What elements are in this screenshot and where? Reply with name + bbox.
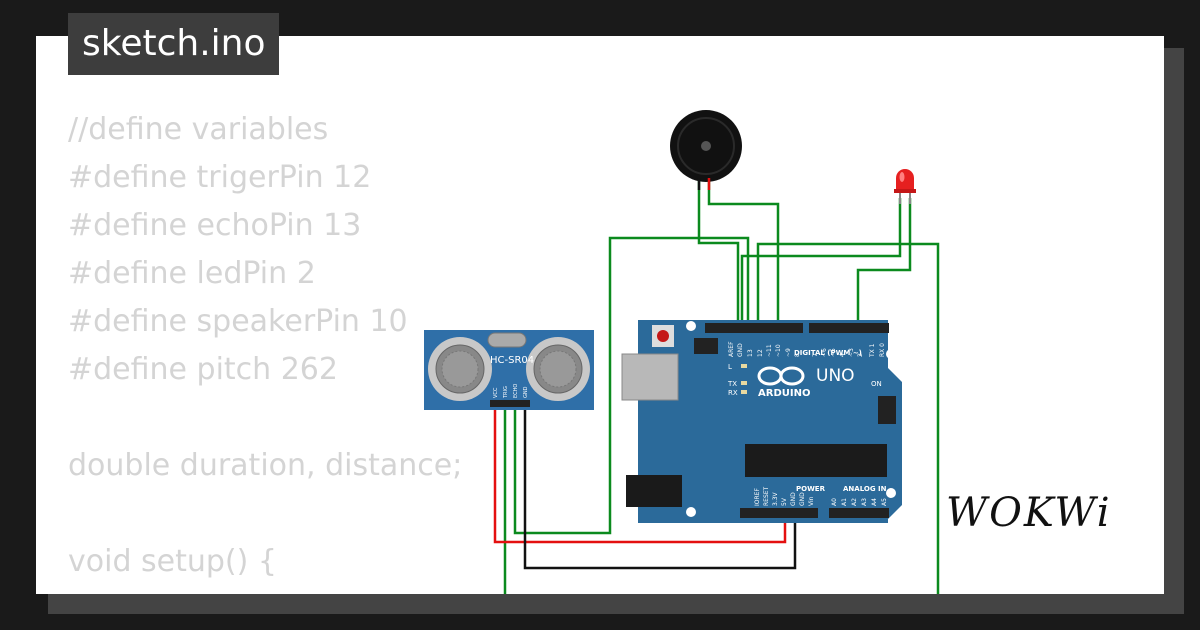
wire-led-pin2: [856, 198, 912, 328]
digital-pin-label: 12: [757, 349, 764, 357]
code-line: #define echoPin 13: [68, 208, 362, 243]
analog-pin-label: A3: [861, 498, 868, 506]
power-pin-label: RESET: [763, 486, 770, 506]
digital-pin-label: ~10: [775, 344, 782, 357]
power-pin-label: GND: [790, 492, 797, 506]
arduino-uno[interactable]: UNO ARDUINO DIGITAL (PWM ~) ON POWER ANA…: [621, 320, 902, 523]
status-led-label: L: [728, 363, 732, 371]
sensor-pin-label: ECHO: [513, 384, 519, 398]
code-line: #define trigerPin 12: [68, 160, 372, 195]
power-pin-label: 3.3V: [772, 491, 779, 506]
code-line: // setup for 3: [68, 586, 462, 594]
board-brand: ARDUINO: [758, 388, 810, 399]
digital-pin-label: ~9: [785, 348, 792, 357]
code-line: #define pitch 262: [68, 352, 338, 387]
digital-pin-label: ~6: [821, 348, 828, 357]
digital-pin-label: ~3: [848, 348, 855, 357]
wire-buzzer-pin10: [707, 180, 780, 328]
power-pin-label: 5V: [781, 497, 788, 506]
sensor-label: HC-SR04: [490, 355, 534, 366]
power-pin-label: GND: [799, 492, 806, 506]
digital-pin-label: AREF: [728, 341, 735, 357]
analog-pin-label: A5: [881, 498, 888, 506]
status-led-label: TX: [727, 380, 737, 388]
buzzer[interactable]: [670, 110, 742, 190]
digital-label: DIGITAL (PWM ~): [794, 349, 862, 357]
digital-pin-label: 8: [794, 353, 801, 357]
preview-card: //define variables #define trigerPin 12 #d…: [36, 36, 1164, 594]
power-pin-label: Vin: [808, 496, 815, 506]
red-led[interactable]: [894, 169, 916, 204]
wokwi-watermark: WOKWi: [946, 490, 1112, 536]
sensor-pin-label: VCC: [493, 387, 499, 398]
analog-pin-label: A0: [831, 498, 838, 506]
analog-pin-label: A2: [851, 498, 858, 506]
analog-pin-label: A1: [841, 498, 848, 506]
sensor-pin-label: TRIG: [503, 386, 509, 399]
code-line: #define ledPin 2: [68, 256, 316, 291]
code-line: double duration, distance;: [68, 448, 463, 483]
ultrasonic-sensor[interactable]: HC-SR04 VCC TRIG ECHO GND: [424, 330, 594, 410]
wire-sensor-gnd: [523, 401, 797, 570]
digital-pin-label: GND: [737, 343, 744, 357]
sensor-pin-label: GND: [523, 386, 529, 398]
status-led: [741, 390, 747, 394]
wire-vcc-5v: [493, 401, 787, 544]
wire-led-gnd: [740, 198, 902, 328]
digital-pin-label: ~5: [830, 348, 837, 357]
digital-pin-label: TX 1: [869, 343, 876, 358]
analog-label: ANALOG IN: [843, 485, 887, 493]
wire-buzzer-gnd: [697, 178, 740, 328]
digital-pin-label: 4: [839, 353, 846, 357]
file-tab[interactable]: sketch.ino: [68, 13, 280, 75]
status-led: [741, 381, 747, 385]
digital-pin-label: ~11: [766, 344, 773, 357]
sensor-pins: VCC TRIG ECHO GND: [493, 384, 529, 399]
arduino-logo: [757, 366, 805, 386]
code-line: //define variables: [68, 112, 329, 147]
status-led: [741, 364, 747, 368]
digital-pin-label: RX 0: [879, 343, 886, 357]
power-pin-label: IOREF: [754, 488, 761, 506]
analog-pin-label: A4: [871, 498, 878, 506]
digital-pin-label: 2: [857, 353, 864, 357]
code-editor: //define variables #define trigerPin 12 #d…: [68, 106, 462, 594]
board-model: UNO: [816, 366, 855, 386]
digital-pin-label: 7: [812, 353, 819, 357]
wire-echo-pin13: [513, 236, 750, 535]
code-line: #define speakerPin 10: [68, 304, 408, 339]
code-line: void setup() {: [68, 544, 277, 579]
status-led-label: RX: [728, 389, 738, 397]
power-label: POWER: [796, 485, 826, 493]
on-label: ON: [871, 380, 882, 388]
digital-pin-label: 13: [747, 349, 754, 357]
wire-trig-top: [756, 242, 940, 594]
wires: [493, 178, 940, 594]
